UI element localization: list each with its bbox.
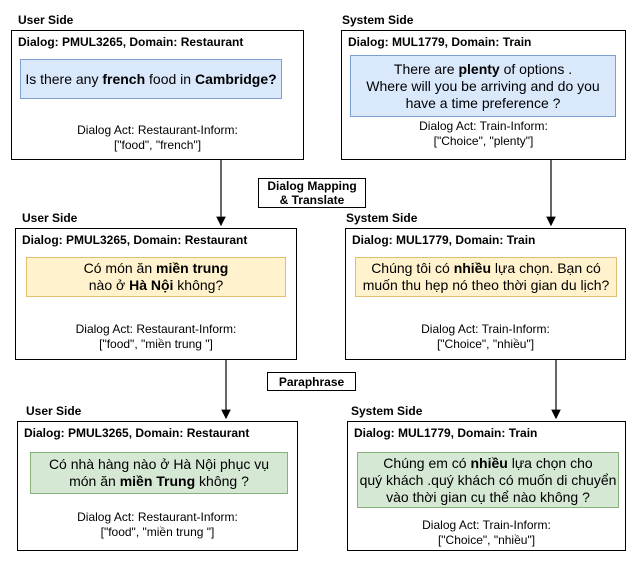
original-user-panel: Dialog: PMUL3265, Domain: Restaurant Is …: [11, 30, 304, 160]
dialog-act-line2: ["food", "miền trung "]: [99, 337, 213, 351]
dialog-act-line1: Dialog Act: Restaurant-Inform:: [77, 510, 238, 524]
dialog-act-line1: Dialog Act: Restaurant-Inform:: [75, 322, 237, 336]
slot-value-highlight: Hà Nội: [129, 277, 174, 293]
utterance-text: lựa chọn. Bạn có: [491, 260, 601, 276]
slot-value-highlight: nhiều: [453, 260, 492, 276]
utterance-line: Chúng tôi có nhiều lựa chọn. Bạn có: [371, 260, 601, 277]
dialog-act-line1: Dialog Act: Train-Inform:: [419, 119, 548, 133]
utterance-text: Is there any: [25, 70, 103, 87]
dialog-act: Dialog Act: Restaurant-Inform: ["food", …: [12, 123, 303, 153]
user-side-label: User Side: [22, 211, 78, 225]
dialog-act-line1: Dialog Act: Train-Inform:: [422, 518, 551, 532]
utterance-line: món ăn miền Trung không ?: [69, 473, 249, 490]
utterance-text: vào thời gian cụ thể nào không ?: [386, 488, 590, 505]
utterance-line: quý khách .quý khách có muốn di chuyển: [360, 472, 617, 489]
panel-title: Dialog: MUL1779, Domain: Train: [352, 233, 536, 247]
utterance-text: Có nhà hàng nào ở Hà Nội phục vụ: [48, 456, 270, 472]
utterance-text: Có món ăn: [83, 260, 157, 276]
utterance-line: Có nhà hàng nào ở Hà Nội phục vụ: [49, 456, 269, 473]
panel-title: Dialog: PMUL3265, Domain: Restaurant: [22, 233, 248, 247]
slot-value-highlight: miền trung: [156, 260, 229, 276]
stage-mapping-translate: Dialog Mapping & Translate: [258, 178, 366, 208]
system-side-label: System Side: [351, 404, 423, 418]
utterance-line: nào ở Hà Nội không?: [89, 277, 224, 294]
dialog-act: Dialog Act: Train-Inform: ["Choice", "nh…: [346, 322, 625, 352]
dialog-act-line2: ["Choice", "nhiều"]: [437, 533, 536, 547]
utterance-text: không ?: [195, 473, 249, 489]
utterance-text: Where will you be arriving and do you: [366, 77, 600, 94]
slot-value-highlight: french: [102, 70, 146, 87]
system-side-label: System Side: [346, 211, 418, 225]
system-side-label: System Side: [342, 13, 414, 27]
stage-paraphrase: Paraphrase: [267, 372, 356, 391]
dialog-act-line2: ["Choice", "plenty"]: [433, 134, 534, 148]
utterance-text: nào ở: [88, 277, 130, 293]
slot-value-highlight: plenty: [458, 60, 500, 77]
stage-line1: Paraphrase: [278, 374, 345, 389]
utterance-text: quý khách .quý khách có muốn di chuyển: [359, 471, 617, 488]
dialog-act: Dialog Act: Restaurant-Inform: ["food", …: [18, 510, 297, 540]
utterance-line: Chúng em có nhiều lựa chọn cho: [383, 455, 592, 472]
user-side-label: User Side: [18, 13, 74, 27]
utterance-line: Có món ăn miền trung: [84, 260, 229, 277]
dialog-act-line1: Dialog Act: Train-Inform:: [421, 322, 550, 336]
utterance-line: Is there any french food in Cambridge?: [25, 71, 276, 88]
utterance-text: lựa chọn cho: [507, 454, 593, 471]
utterance-bubble: Is there any french food in Cambridge?: [20, 59, 282, 99]
utterance-line: have a time preference ?: [406, 95, 561, 112]
dialog-act-line2: ["food", "french"]: [113, 138, 202, 152]
panel-title: Dialog: PMUL3265, Domain: Restaurant: [18, 35, 244, 49]
translated-system-panel: Dialog: MUL1779, Domain: Train Chúng tôi…: [345, 228, 626, 360]
dialog-act: Dialog Act: Train-Inform: ["Choice", "pl…: [342, 119, 625, 149]
utterance-text: muốn thu hẹp nó theo thời gian du lịch?: [362, 277, 610, 293]
user-side-label: User Side: [26, 404, 82, 418]
panel-title: Dialog: PMUL3265, Domain: Restaurant: [24, 426, 250, 440]
utterance-line: vào thời gian cụ thể nào không ?: [386, 489, 590, 506]
dialog-act-line2: ["food", "miền trung "]: [100, 525, 215, 539]
paraphrased-user-panel: Dialog: PMUL3265, Domain: Restaurant Có …: [17, 421, 298, 551]
dialog-act: Dialog Act: Restaurant-Inform: ["food", …: [16, 322, 296, 352]
stage-line2: & Translate: [279, 193, 345, 207]
utterance-line: There are plenty of options .: [394, 61, 572, 78]
utterance-bubble: There are plenty of options .Where will …: [350, 55, 616, 117]
translated-user-panel: Dialog: PMUL3265, Domain: Restaurant Có …: [15, 228, 297, 360]
utterance-text: Chúng em có: [383, 454, 471, 471]
slot-value-highlight: miền Trung: [119, 473, 196, 489]
panel-title: Dialog: MUL1779, Domain: Train: [354, 426, 538, 440]
utterance-line: muốn thu hẹp nó theo thời gian du lịch?: [363, 277, 610, 294]
utterance-text: There are: [393, 60, 459, 77]
original-system-panel: Dialog: MUL1779, Domain: Train There are…: [341, 30, 626, 160]
utterance-text: of options .: [499, 60, 573, 77]
utterance-text: food in: [145, 70, 195, 87]
dialog-act: Dialog Act: Train-Inform: ["Choice", "nh…: [348, 518, 625, 548]
utterance-text: have a time preference ?: [405, 94, 561, 111]
utterance-line: Where will you be arriving and do you: [366, 78, 599, 95]
stage-line1: Dialog Mapping: [267, 179, 357, 193]
panel-title: Dialog: MUL1779, Domain: Train: [348, 35, 532, 49]
dialog-act-line2: ["Choice", "nhiều"]: [436, 337, 535, 351]
paraphrased-system-panel: Dialog: MUL1779, Domain: Train Chúng em …: [347, 421, 626, 551]
utterance-text: Chúng tôi có: [371, 260, 454, 276]
slot-value-highlight: nhiều: [470, 454, 508, 471]
slot-value-highlight: Cambridge?: [194, 70, 277, 87]
dialog-act-line1: Dialog Act: Restaurant-Inform:: [77, 123, 238, 137]
utterance-text: không?: [173, 277, 224, 293]
utterance-text: món ăn: [69, 473, 120, 489]
